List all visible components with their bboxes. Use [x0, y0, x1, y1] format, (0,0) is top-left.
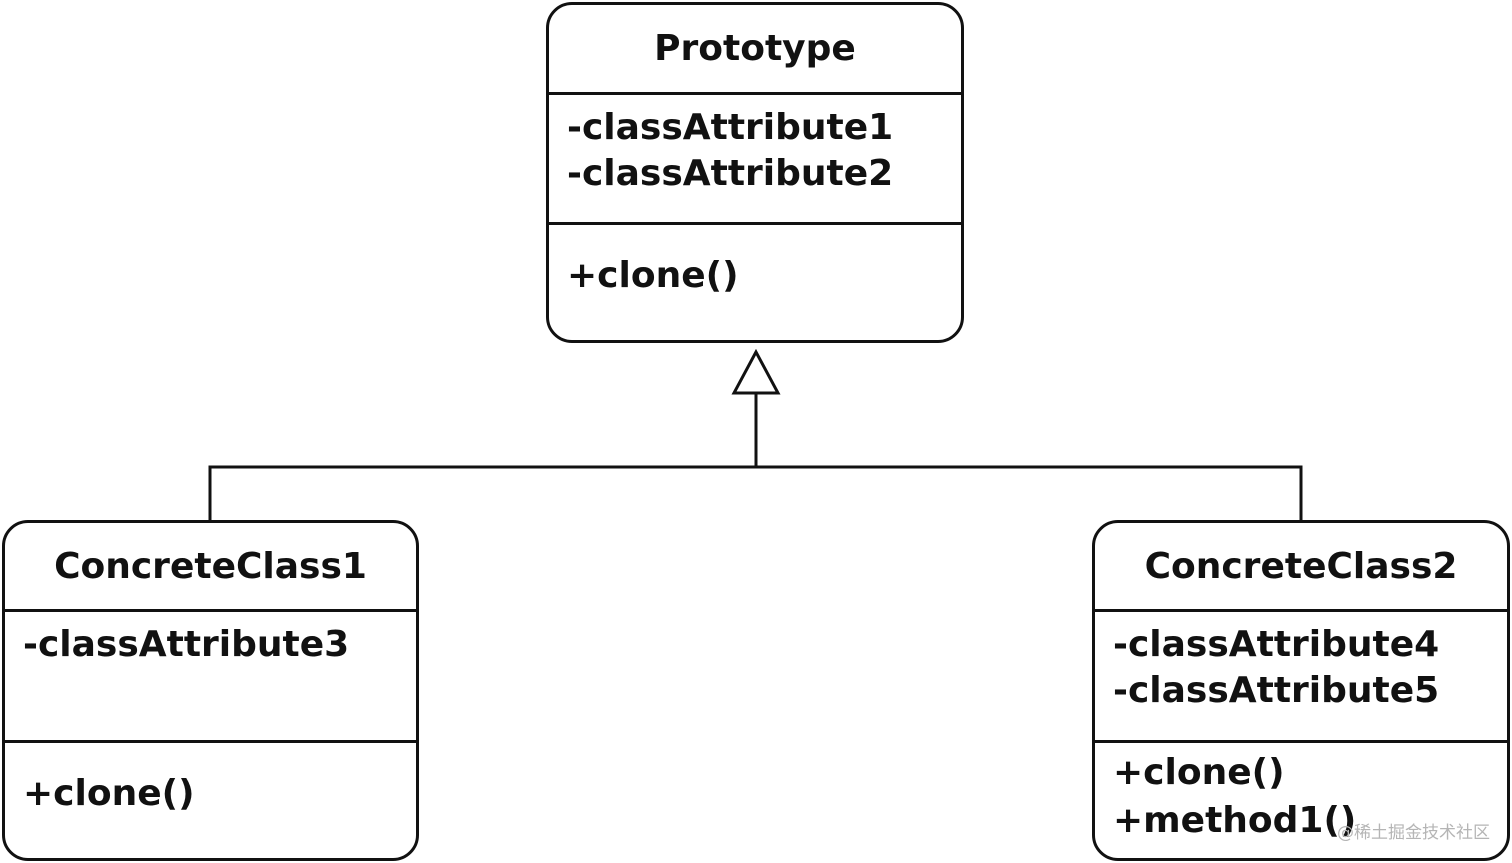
- attribute: -classAttribute4: [1113, 624, 1440, 665]
- generalization-line: [208, 393, 1303, 520]
- class-box-prototype: Prototype -classAttribute1 -classAttribu…: [546, 2, 964, 343]
- attribute: -classAttribute5: [1113, 670, 1440, 711]
- attributes-compartment: -classAttribute1 -classAttribute2: [549, 95, 961, 225]
- attribute: -classAttribute2: [567, 153, 894, 194]
- class-name-text: Prototype: [654, 28, 856, 69]
- class-name-text: ConcreteClass1: [54, 545, 367, 587]
- operations-compartment: +clone() +method1(): [1095, 743, 1507, 845]
- attribute: -classAttribute3: [23, 624, 350, 665]
- attributes-compartment: -classAttribute3: [5, 612, 416, 743]
- operation: +clone(): [1113, 752, 1285, 793]
- attributes-compartment: -classAttribute4 -classAttribute5: [1095, 612, 1507, 743]
- operation: +method1(): [1113, 800, 1357, 841]
- operations-compartment: +clone(): [5, 743, 416, 817]
- class-name: ConcreteClass1: [5, 523, 416, 612]
- attribute: -classAttribute1: [567, 107, 894, 148]
- class-name-text: ConcreteClass2: [1144, 545, 1458, 587]
- operations-compartment: +clone(): [549, 225, 961, 340]
- watermark: @稀土掘金技术社区: [1337, 823, 1490, 843]
- class-box-concrete-class-1: ConcreteClass1 -classAttribute3 +clone(): [2, 520, 419, 861]
- operation: +clone(): [567, 255, 739, 296]
- class-name: ConcreteClass2: [1095, 523, 1507, 612]
- operation: +clone(): [23, 773, 195, 814]
- class-name: Prototype: [549, 5, 961, 95]
- generalization-arrowhead: [731, 348, 781, 395]
- class-box-concrete-class-2: ConcreteClass2 -classAttribute4 -classAt…: [1092, 520, 1510, 861]
